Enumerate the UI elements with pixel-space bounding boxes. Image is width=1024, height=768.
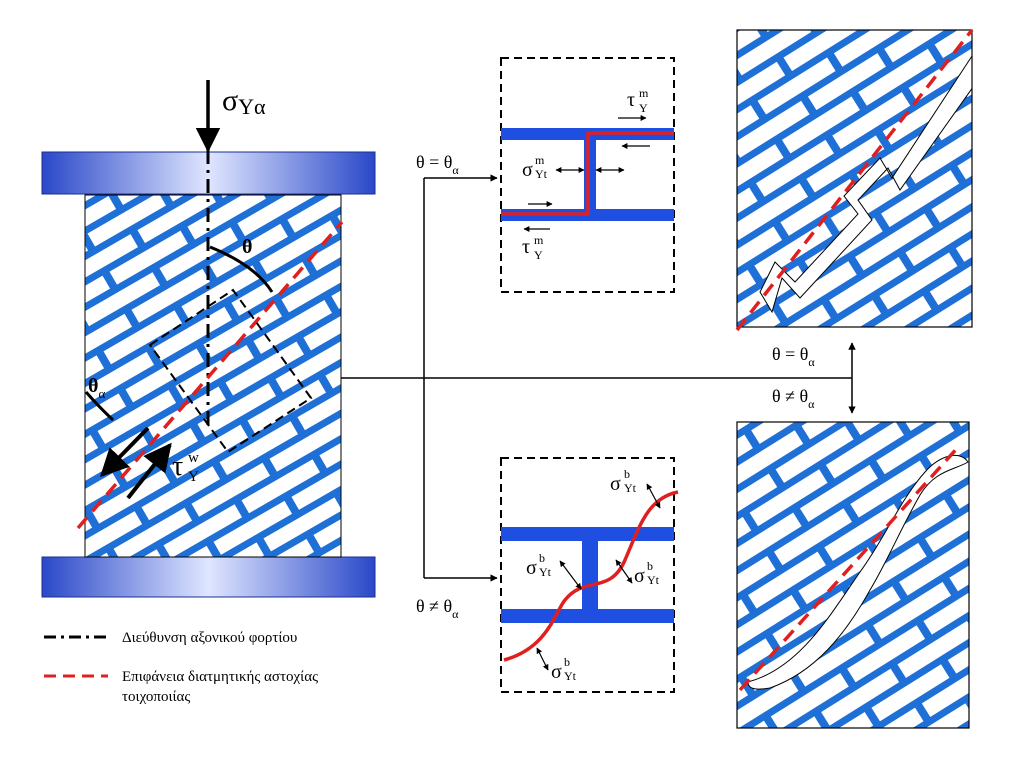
right-theta-neq-label: θ ≠ θα [772, 386, 815, 411]
top-right-panel [735, 28, 974, 332]
sigma-b-right-sub: Yt [647, 573, 660, 587]
sigma-b-bottom-sub: Yt [564, 669, 577, 683]
sigma-b-right-sup: b [647, 559, 653, 573]
sigma-m-sub: Yt [535, 167, 548, 181]
sigma-b-top-sub: Yt [624, 481, 637, 495]
crack-opening-top [759, 55, 972, 314]
theta-eq-theta-alpha-label: θ = θα [416, 152, 459, 177]
legend-failure-label-line1: Επιφάνεια διατμητικής αστοχίας [122, 669, 318, 685]
brick-failure-path [503, 490, 679, 662]
tau-w-label: τ [172, 451, 183, 482]
tau-w-sup: w [188, 450, 199, 466]
bottom-right-panel [736, 421, 970, 729]
sigma-label: σYα [222, 84, 266, 119]
sigma-b-top-sup: b [624, 467, 630, 481]
sigma-m-label: σ [522, 159, 533, 181]
theta-neq-theta-alpha-label: θ ≠ θα [416, 596, 459, 621]
tau-m-bottom-label: τ [522, 236, 530, 258]
sigma-b-right-label: σ [634, 565, 645, 587]
sigma-b-left-sub: Yt [539, 565, 552, 579]
theta-arc [209, 245, 274, 293]
right-theta-eq-label: θ = θα [772, 344, 815, 369]
sigma-b-left-label: σ [526, 557, 537, 579]
specimen-group: σYα θ θα τ w Y [41, 80, 376, 598]
theta-alpha-arc [84, 391, 115, 422]
sigma-b-left-sup: b [539, 551, 545, 565]
tau-w-sub: Y [188, 469, 199, 485]
bottom-middle-panel: σ b Yt σ b Yt σ b Yt σ b Yt [500, 457, 679, 693]
failure-surface-bottom-right [738, 443, 962, 692]
sigma-b-bottom-sup: b [564, 655, 570, 669]
element-box [148, 288, 313, 454]
sigma-b-top-label: σ [610, 473, 621, 495]
tau-m-bottom-sub: Y [534, 248, 543, 262]
top-middle-panel: τ m Y σ m Yt τ m Y [500, 57, 675, 293]
sigma-b-bottom-label: σ [551, 661, 562, 683]
bottom-loading-plate [41, 556, 376, 598]
tau-m-bottom-sup: m [534, 233, 544, 247]
theta-label: θ [242, 236, 252, 258]
mortar-failure-path [501, 131, 674, 216]
tau-arrow-down [100, 426, 150, 478]
tau-m-top-sup: m [639, 86, 649, 100]
legend-axial-label: Διεύθυνση αξονικού φορτίου [122, 630, 297, 646]
theta-alpha-label: θα [88, 375, 105, 401]
tau-m-top-label: τ [627, 89, 635, 111]
connector-lines [341, 174, 856, 582]
failure-surface-top-right [735, 28, 974, 332]
sigma-m-sup: m [535, 153, 545, 167]
legend-failure-label-line2: τοιχοποιίας [122, 689, 190, 705]
tau-arrow-up [126, 442, 172, 500]
tau-m-top-sub: Y [639, 101, 648, 115]
crack-opening-bottom [747, 454, 969, 690]
legend: Διεύθυνση αξονικού φορτίου Επιφάνεια δια… [44, 630, 318, 705]
